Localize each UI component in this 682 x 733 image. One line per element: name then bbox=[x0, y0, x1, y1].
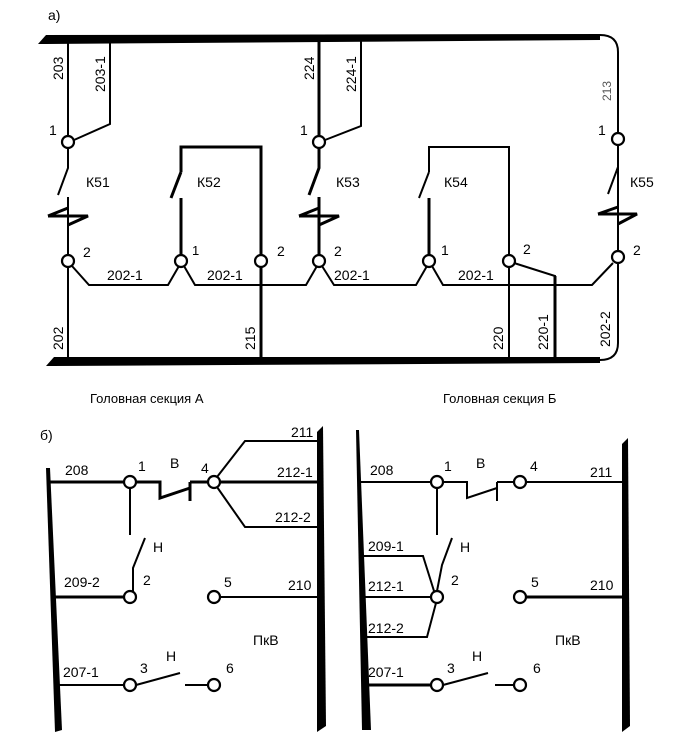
k52-terminal-2 bbox=[253, 253, 269, 269]
terminal-number: 2 bbox=[334, 243, 342, 259]
pkv-left: 208 209-2 207-1 211 212-1 212-2 210 В Н … bbox=[46, 424, 326, 732]
right-bus bbox=[317, 426, 326, 732]
part-a-wire-labels: 203 203-1 224 224-1 213 202 215 220 220-… bbox=[50, 56, 614, 350]
terminal-number: 2 bbox=[633, 242, 641, 258]
switch-b bbox=[136, 480, 208, 501]
terminal-number: 6 bbox=[533, 660, 541, 676]
k51-terminal-2 bbox=[60, 253, 76, 269]
terminal-number: 2 bbox=[143, 572, 151, 588]
wire-label: 212-1 bbox=[277, 464, 313, 480]
k54-terminal-1 bbox=[421, 253, 437, 269]
switch-h-label: Н bbox=[460, 539, 470, 555]
wire-label: 212-2 bbox=[275, 509, 311, 525]
part-a-label: а) bbox=[48, 7, 60, 23]
k55-terminal-1 bbox=[610, 131, 626, 147]
wire-label-202-1: 202-1 bbox=[458, 267, 494, 283]
bottom-bus bbox=[46, 357, 600, 366]
k53-terminal-2 bbox=[311, 253, 327, 269]
switch-h2 bbox=[57, 672, 208, 686]
contactor-label: К52 bbox=[197, 174, 221, 190]
wire-label: 210 bbox=[288, 577, 312, 593]
terminal-number: 2 bbox=[523, 241, 531, 257]
wire-label: 215 bbox=[242, 326, 258, 350]
k53-terminal-1 bbox=[311, 134, 327, 150]
k51-breaker bbox=[47, 206, 89, 227]
contactor-label: К54 bbox=[444, 174, 468, 190]
top-bus bbox=[38, 34, 600, 44]
wire-label-202-1: 202-1 bbox=[334, 267, 370, 283]
wire-label: 207-1 bbox=[368, 664, 404, 680]
pkv-right: 208 209-1 212-1 212-2 207-1 211 210 В Н … bbox=[356, 430, 630, 732]
wire-label: 203 bbox=[50, 56, 66, 80]
wire-label: 202 bbox=[50, 326, 66, 350]
terminal-number: 5 bbox=[531, 574, 539, 590]
wire-label: 213 bbox=[600, 81, 614, 101]
wire-label: 208 bbox=[65, 462, 89, 478]
terminal-number: 1 bbox=[49, 122, 57, 138]
wire-202-1 bbox=[71, 262, 614, 286]
terminal-number: 3 bbox=[447, 660, 455, 676]
terminal-number: 1 bbox=[138, 458, 146, 474]
terminal-number: 5 bbox=[224, 574, 232, 590]
part-a-labels: 202-1 202-1 202-1 202-1 К51 К52 К53 К54 … bbox=[49, 122, 654, 406]
wire-label: 211 bbox=[590, 464, 613, 480]
switch-h bbox=[129, 488, 146, 591]
k55-terminal-2 bbox=[610, 249, 626, 265]
switch-b-label: В bbox=[476, 455, 485, 471]
terminal-number: 2 bbox=[451, 572, 459, 588]
switch-h-label: Н bbox=[472, 648, 482, 664]
wire-label: 202-2 bbox=[597, 311, 613, 347]
part-a-wiring bbox=[38, 34, 638, 366]
terminal-number: 4 bbox=[530, 458, 538, 474]
terminal-number: 1 bbox=[192, 243, 199, 258]
terminal-number: 6 bbox=[226, 660, 234, 676]
k54-terminal-2 bbox=[501, 253, 517, 269]
wire-label-202-1: 202-1 bbox=[207, 267, 243, 283]
terminal-number: 2 bbox=[83, 244, 91, 260]
wire-label: 224-1 bbox=[343, 56, 359, 92]
left-bus bbox=[356, 430, 371, 730]
wire-label: 209-2 bbox=[64, 574, 100, 590]
wire-label: 211 bbox=[291, 424, 314, 440]
switch-b bbox=[443, 481, 514, 501]
caption-section-a: Головная секция А bbox=[90, 391, 204, 406]
terminal-number: 1 bbox=[444, 458, 452, 474]
switch-h-label: Н bbox=[166, 648, 176, 664]
k51-terminal-1 bbox=[60, 134, 76, 150]
wire-label: 224 bbox=[301, 56, 317, 80]
wire-label: 208 bbox=[370, 462, 394, 478]
part-b-label: б) bbox=[40, 427, 53, 443]
switch-h-label: Н bbox=[153, 539, 163, 555]
k53-breaker bbox=[298, 206, 340, 227]
contactor-label: К55 bbox=[630, 174, 654, 190]
wire-label: 209-1 bbox=[368, 538, 404, 554]
terminal-number: 1 bbox=[598, 122, 606, 138]
terminal-number: 1 bbox=[441, 242, 449, 258]
wire-label: 212-1 bbox=[368, 578, 404, 594]
left-bus bbox=[46, 468, 62, 732]
terminal-number: 2 bbox=[277, 243, 285, 259]
contactor-label: К51 bbox=[86, 174, 110, 190]
caption-section-b: Головная секция Б bbox=[443, 391, 556, 406]
right-bus bbox=[622, 438, 630, 732]
terminal-number: 3 bbox=[140, 660, 148, 676]
wire-label-202-1: 202-1 bbox=[107, 267, 143, 283]
wire-label: 207-1 bbox=[63, 664, 99, 680]
wire-label: 220-1 bbox=[535, 314, 551, 350]
wire-label: 220 bbox=[490, 326, 506, 350]
contactor-label: К53 bbox=[336, 174, 360, 190]
wire-label: 203-1 bbox=[92, 56, 108, 92]
switch-b-label: В bbox=[170, 455, 179, 471]
terminal-number: 4 bbox=[201, 460, 209, 476]
switch-h bbox=[436, 488, 453, 592]
switch-h2 bbox=[442, 672, 514, 686]
terminal-number: 1 bbox=[300, 122, 308, 138]
device-name: ПкВ bbox=[253, 632, 279, 648]
wire-label: 210 bbox=[590, 577, 614, 593]
k55-breaker bbox=[597, 205, 638, 226]
device-name: ПкВ bbox=[555, 632, 581, 648]
k52-terminal-1 bbox=[173, 253, 189, 269]
wire-label: 212-2 bbox=[368, 620, 404, 636]
